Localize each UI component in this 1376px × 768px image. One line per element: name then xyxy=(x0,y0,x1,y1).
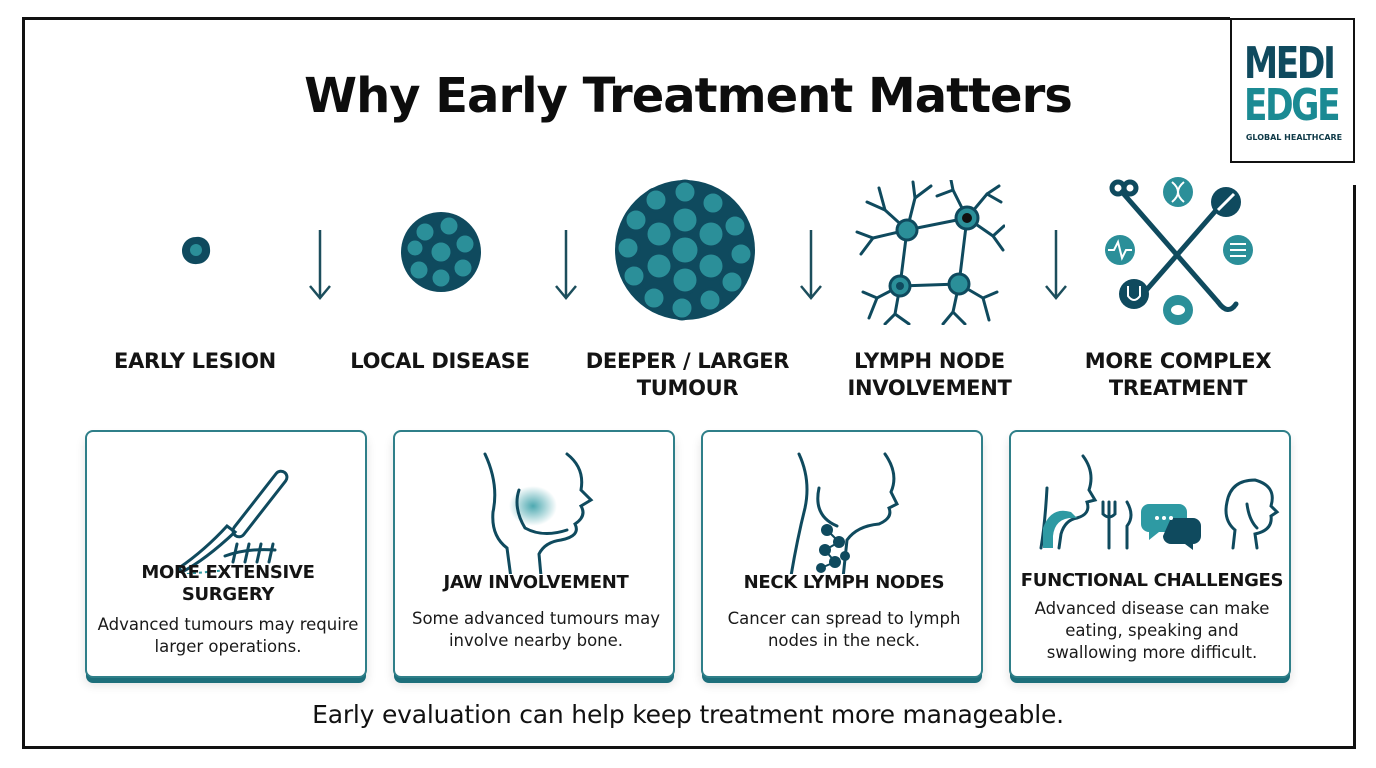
large-tumour-icon xyxy=(615,179,755,321)
stage-label-early-lesion: EARLY LESION xyxy=(114,349,276,373)
progression-arrow-icon xyxy=(555,230,577,300)
card-title: JAW INVOLVEMENT xyxy=(443,572,629,593)
stage-label-complex-treatment: MORE COMPLEX TREATMENT xyxy=(1084,349,1272,400)
lymph-network-icon xyxy=(855,180,1005,325)
logo-line-1: MEDI xyxy=(1244,38,1336,89)
card-text: Advanced tumours may require larger oper… xyxy=(97,615,359,656)
page-title: Why Early Treatment Matters xyxy=(304,68,1073,124)
logo-subtitle: GLOBAL HEALTHCARE xyxy=(1245,133,1343,142)
info-card-neck: NECK LYMPH NODES Cancer can spread to ly… xyxy=(701,430,983,678)
function-icons xyxy=(1039,454,1280,550)
footer-message: Early evaluation can help keep treatment… xyxy=(312,700,1064,729)
scalpel-icon xyxy=(176,469,289,574)
stage-label-local-disease: LOCAL DISEASE xyxy=(350,349,530,373)
card-title: FUNCTIONAL CHALLENGES xyxy=(1020,570,1284,591)
cell-cluster-icon xyxy=(401,212,481,292)
progression-arrow-icon xyxy=(1045,230,1067,300)
info-card-functional: FUNCTIONAL CHALLENGES Advanced disease c… xyxy=(1009,430,1291,678)
frame-border-top xyxy=(22,17,1230,20)
card-text: Advanced disease can make eating, speaki… xyxy=(1034,599,1270,662)
info-card-jaw: JAW INVOLVEMENT Some advanced tumours ma… xyxy=(393,430,675,678)
card-title: MORE EXTENSIVE SURGERY xyxy=(141,562,315,605)
single-cell-icon xyxy=(182,236,211,265)
stage-label-lymph-node: LYMPH NODE INVOLVEMENT xyxy=(847,349,1012,400)
medi-edge-logo: MEDI EDGE GLOBAL HEALTHCARE xyxy=(1230,18,1355,163)
stage-label-larger-tumour: DEEPER / LARGER TUMOUR xyxy=(585,349,790,400)
frame-border-left xyxy=(22,17,25,749)
card-text: Some advanced tumours may involve nearby… xyxy=(411,609,661,650)
frame-border-bottom xyxy=(22,746,1356,749)
card-text: Cancer can spread to lymph nodes in the … xyxy=(727,609,961,650)
jaw-profile-icon xyxy=(483,452,594,574)
info-card-surgery: MORE EXTENSIVE SURGERY Advanced tumours … xyxy=(85,430,367,678)
card-title: NECK LYMPH NODES xyxy=(743,572,945,593)
progression-arrow-icon xyxy=(309,230,331,300)
neck-nodes-icon xyxy=(789,452,900,574)
progression-arrow-icon xyxy=(800,230,822,300)
treatment-tools-icon xyxy=(1105,177,1253,325)
frame-border-right xyxy=(1353,185,1356,749)
